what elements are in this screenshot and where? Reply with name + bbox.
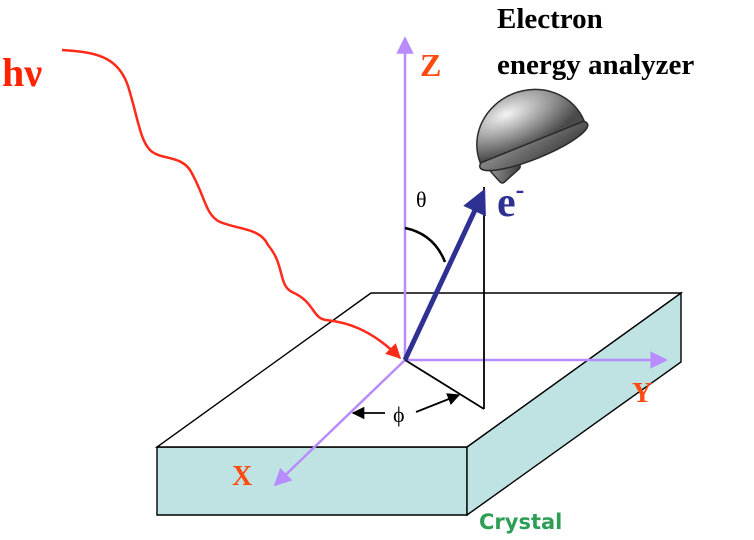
phi-label: ϕ <box>393 402 405 427</box>
crystal-slab <box>154 291 684 517</box>
photon-label: hν <box>2 50 42 95</box>
photon-wave-path <box>61 48 402 360</box>
electron-label: e- <box>497 175 524 226</box>
electron-charge-superscript: - <box>516 175 525 204</box>
axis-z-label: Z <box>420 47 441 83</box>
crystal-front-face <box>156 446 468 516</box>
analyzer-label-line2: energy analyzer <box>497 49 694 81</box>
electron-trajectory-arrow <box>402 188 486 362</box>
phi-arc <box>351 393 461 420</box>
coordinate-axes <box>273 36 668 487</box>
analyzer-label-line1: Electron <box>497 3 603 35</box>
theta-label: θ <box>416 187 427 212</box>
crystal-label: Crystal <box>479 510 562 534</box>
axis-y-label: Y <box>632 378 652 409</box>
crystal-top-face <box>154 292 684 448</box>
hemispherical-analyzer-icon <box>476 88 589 184</box>
axis-x-label: X <box>232 461 252 492</box>
x-axis <box>273 359 406 487</box>
projection-lines <box>404 187 485 410</box>
theta-arc <box>404 226 447 263</box>
